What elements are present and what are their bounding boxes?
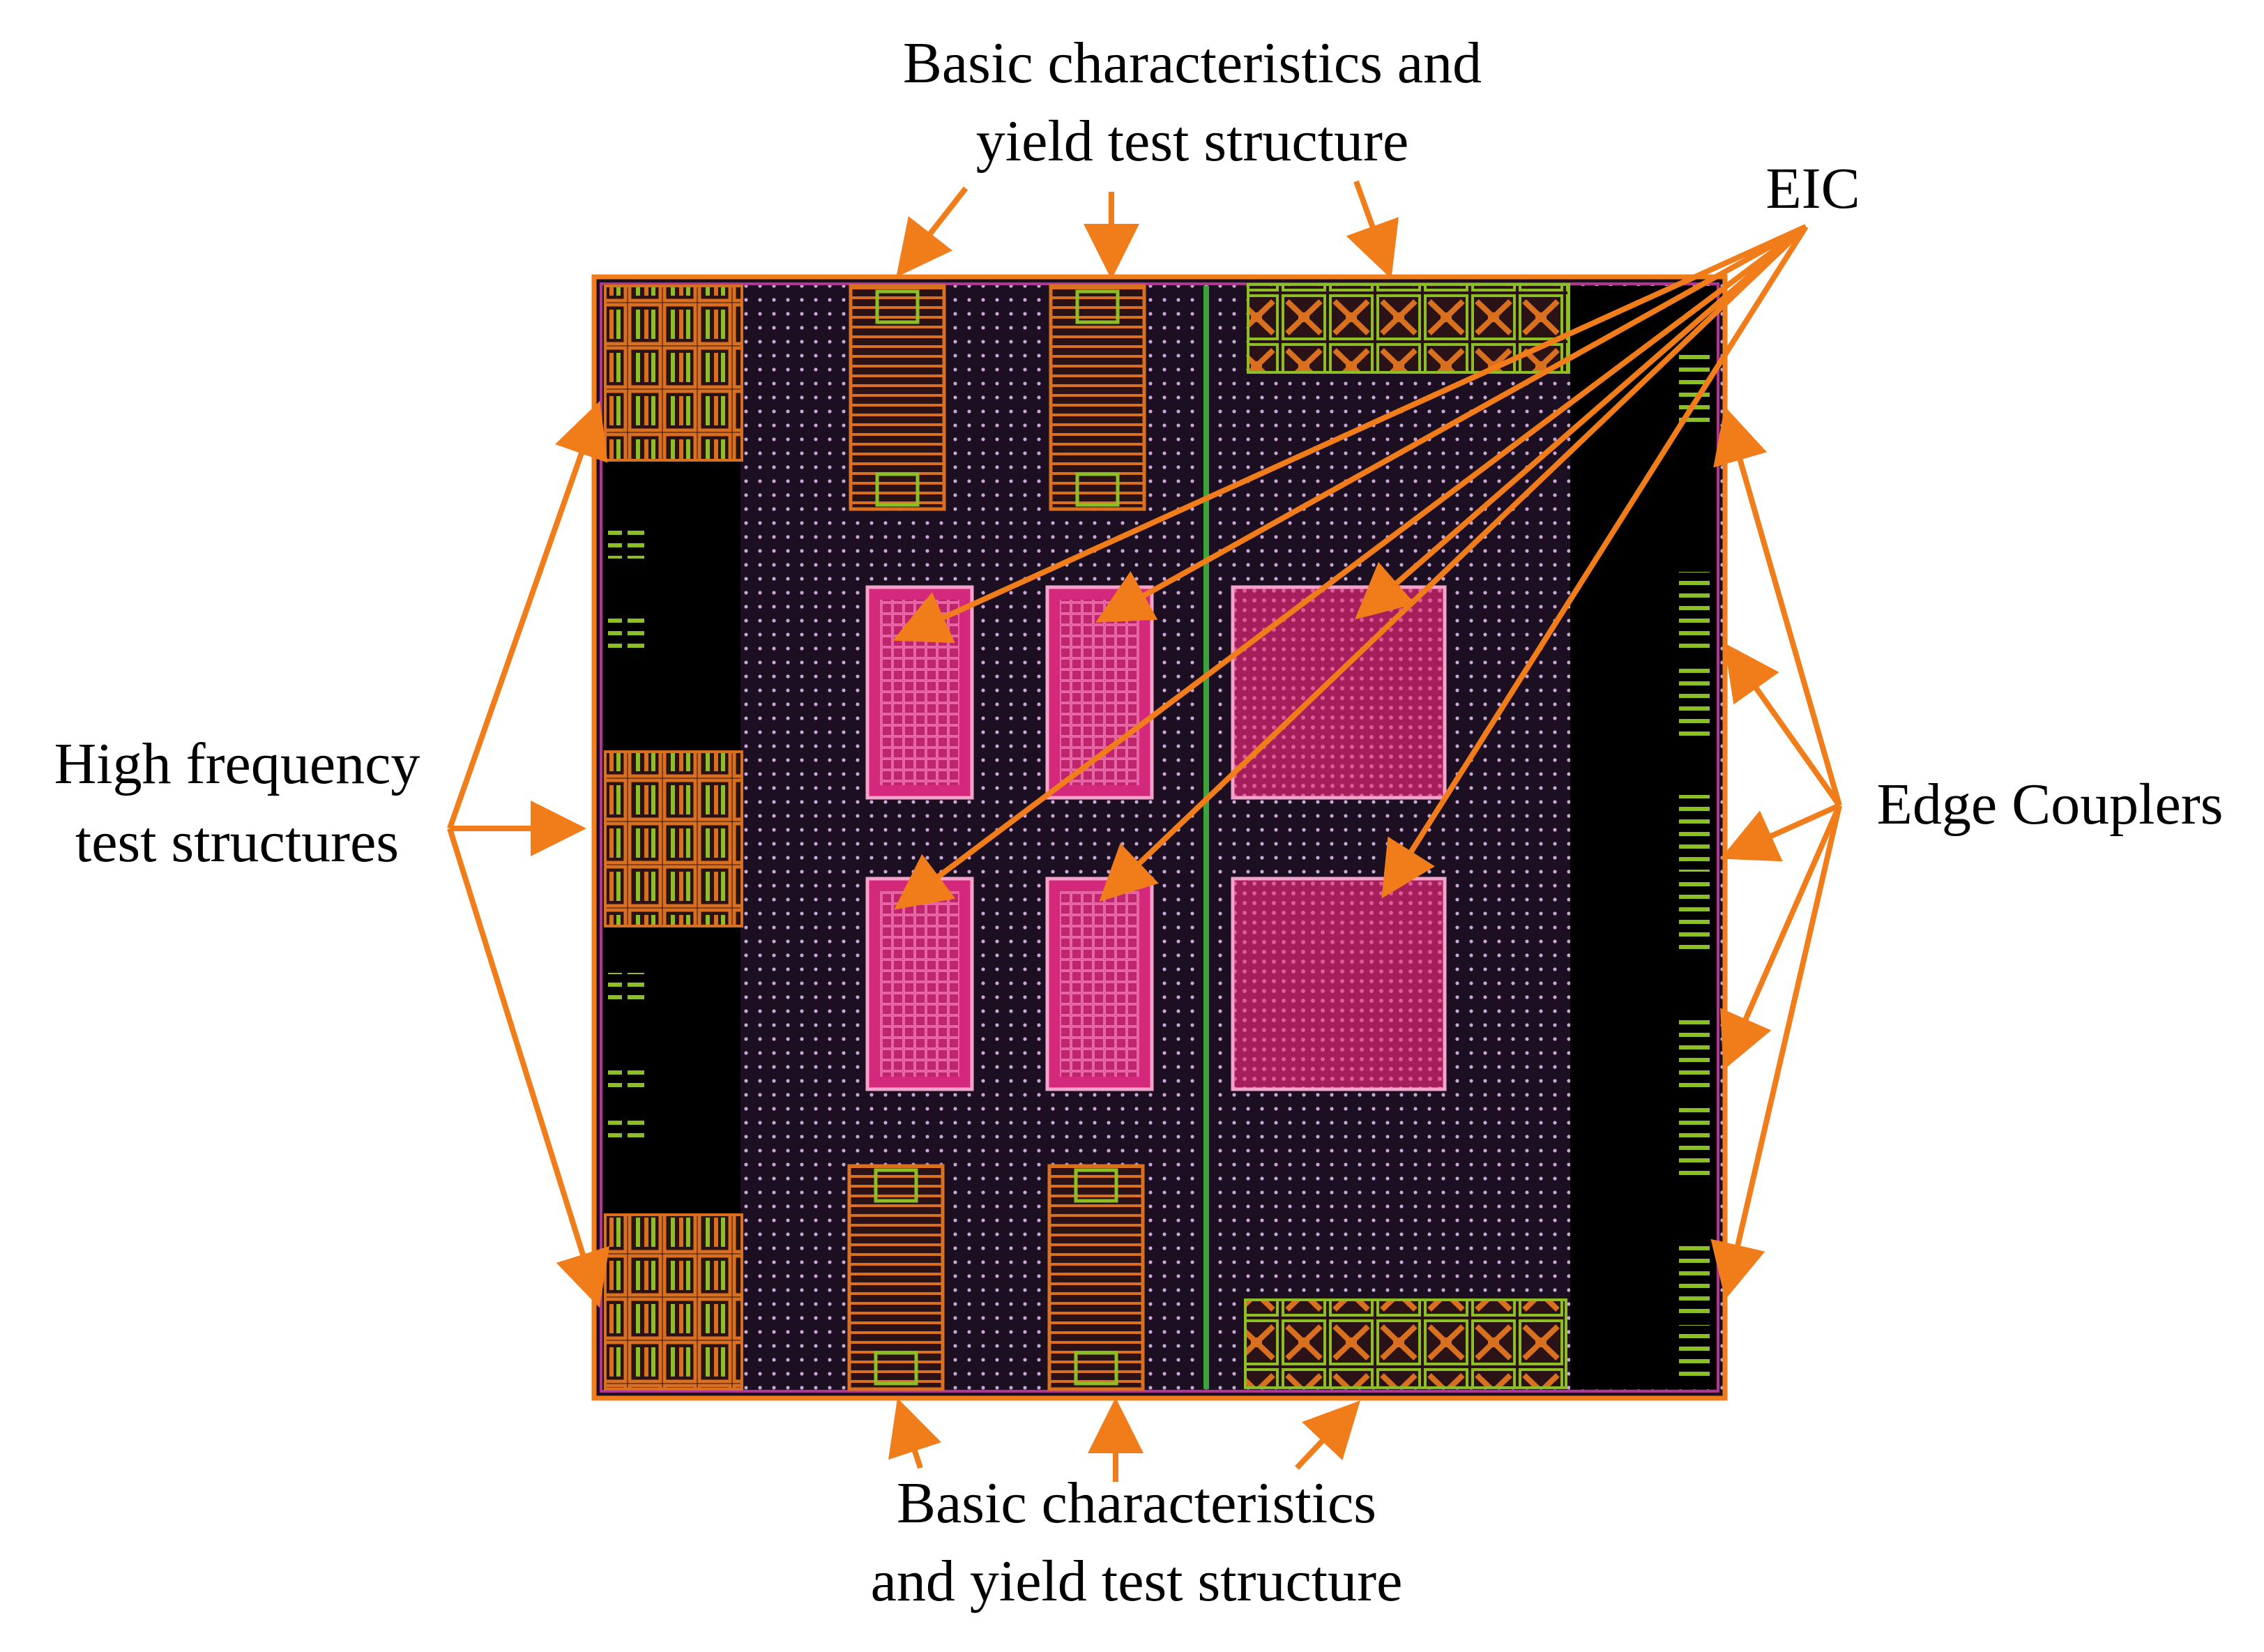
hf-test-block-middle bbox=[604, 750, 743, 927]
basic-test-block-bottom-2 bbox=[1047, 1164, 1145, 1391]
hf-test-block-top bbox=[604, 285, 743, 462]
arrow-eic-2 bbox=[1095, 224, 1807, 623]
label-bottom-line-2: and yield test structure bbox=[870, 1549, 1403, 1614]
arrow-eic-3 bbox=[1354, 224, 1808, 620]
label-hf-line-1: High frequency bbox=[54, 732, 420, 796]
eic-block-1 bbox=[865, 585, 974, 800]
arrow-ec-1 bbox=[1713, 406, 1842, 807]
label-top-line-2: yield test structure bbox=[975, 109, 1409, 174]
basic-test-xcell-row-bottom bbox=[1244, 1298, 1567, 1389]
label-bottom-basic-characteristics: Basic characteristics and yield test str… bbox=[732, 1464, 1541, 1621]
chip-inner-border bbox=[600, 282, 1719, 1393]
label-edge-couplers: Edge Couplers bbox=[1876, 772, 2224, 837]
arrow-ec-5 bbox=[1710, 805, 1842, 1300]
label-bottom-line-1: Basic characteristics bbox=[897, 1471, 1376, 1536]
hf-test-block-bottom bbox=[604, 1213, 743, 1390]
label-top-basic-characteristics: Basic characteristics and yield test str… bbox=[774, 24, 1611, 181]
eic-block-4 bbox=[865, 877, 974, 1091]
annotation-arrows bbox=[447, 180, 1842, 1482]
basic-test-block-top-1 bbox=[849, 284, 946, 511]
basic-test-block-bottom-1 bbox=[847, 1164, 945, 1391]
arrow-top-basic-1 bbox=[896, 186, 968, 278]
label-hf-line-2: test structures bbox=[75, 810, 400, 874]
arrow-ec-2 bbox=[1724, 642, 1842, 808]
eic-block-5 bbox=[1045, 877, 1154, 1091]
arrow-eic-4 bbox=[894, 224, 1808, 910]
arrow-ec-4 bbox=[1720, 804, 1842, 1070]
label-high-frequency: High frequency test structures bbox=[21, 725, 453, 881]
arrow-hf-bottom bbox=[447, 827, 610, 1308]
vertical-bus-line bbox=[1203, 286, 1209, 1389]
arrow-eic-1 bbox=[892, 224, 1807, 644]
arrow-bottom-basic-3 bbox=[1295, 1400, 1360, 1470]
left-green-pads bbox=[608, 526, 644, 1140]
eic-block-2 bbox=[1045, 585, 1154, 800]
label-eic: EIC bbox=[1765, 156, 1860, 221]
basic-test-block-top-2 bbox=[1049, 284, 1146, 511]
eic-block-6 bbox=[1231, 877, 1447, 1091]
arrow-eic-5 bbox=[1099, 225, 1808, 902]
eic-block-3 bbox=[1231, 585, 1447, 800]
arrow-bottom-basic-1 bbox=[888, 1397, 942, 1469]
arrow-top-basic-3 bbox=[1346, 180, 1399, 280]
arrow-ec-3 bbox=[1720, 803, 1841, 862]
label-top-line-1: Basic characteristics and bbox=[902, 31, 1482, 96]
arrow-hf-top bbox=[447, 400, 608, 830]
edge-coupler-array bbox=[1679, 349, 1715, 1381]
basic-test-xcell-row-top bbox=[1247, 283, 1570, 374]
arrow-eic-6 bbox=[1381, 225, 1809, 899]
